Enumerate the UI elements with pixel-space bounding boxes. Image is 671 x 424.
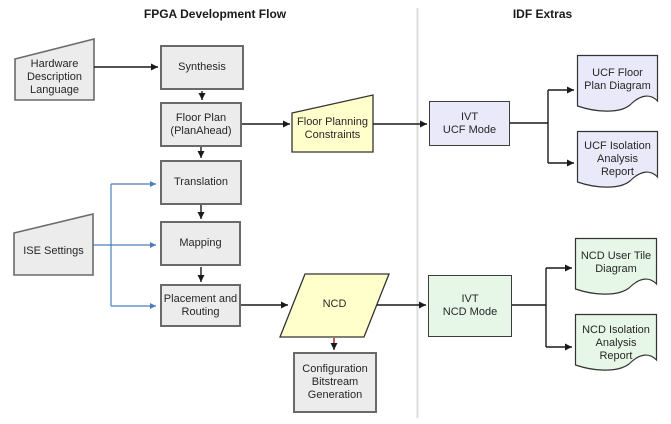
node-configuration-bitstream-generation: Configuration Bitstream Generation (293, 352, 377, 413)
section-title-fpga-development-flow: FPGA Development Flow (143, 7, 287, 21)
node-translation: Translation (160, 160, 242, 205)
node-ivt-ncd-mode: IVT NCD Mode (428, 275, 512, 337)
section-title-idf-extras: IDF Extras (512, 7, 573, 21)
node-ncd (279, 273, 390, 338)
node-ucf-floor-plan-diagram-document (576, 54, 659, 112)
node-ucf-isolation-report-document (576, 130, 659, 188)
node-ncd-user-tile-diagram-document (574, 237, 658, 295)
node-hardware-description-language (14, 37, 95, 101)
node-ise-settings (13, 212, 94, 276)
node-mapping: Mapping (160, 221, 241, 266)
connector-ivt-ucf-branch (510, 90, 549, 163)
node-synthesis: Synthesis (160, 45, 244, 90)
node-placement-and-routing: Placement and Routing (160, 284, 241, 327)
node-floor-plan: Floor Plan (PlanAhead) (160, 102, 242, 147)
node-ncd-isolation-report-document (574, 313, 658, 371)
node-floor-planning-constraints (291, 94, 374, 153)
connector-ivt-ncd-branch (512, 268, 547, 347)
node-ivt-ucf-mode: IVT UCF Mode (429, 101, 510, 146)
